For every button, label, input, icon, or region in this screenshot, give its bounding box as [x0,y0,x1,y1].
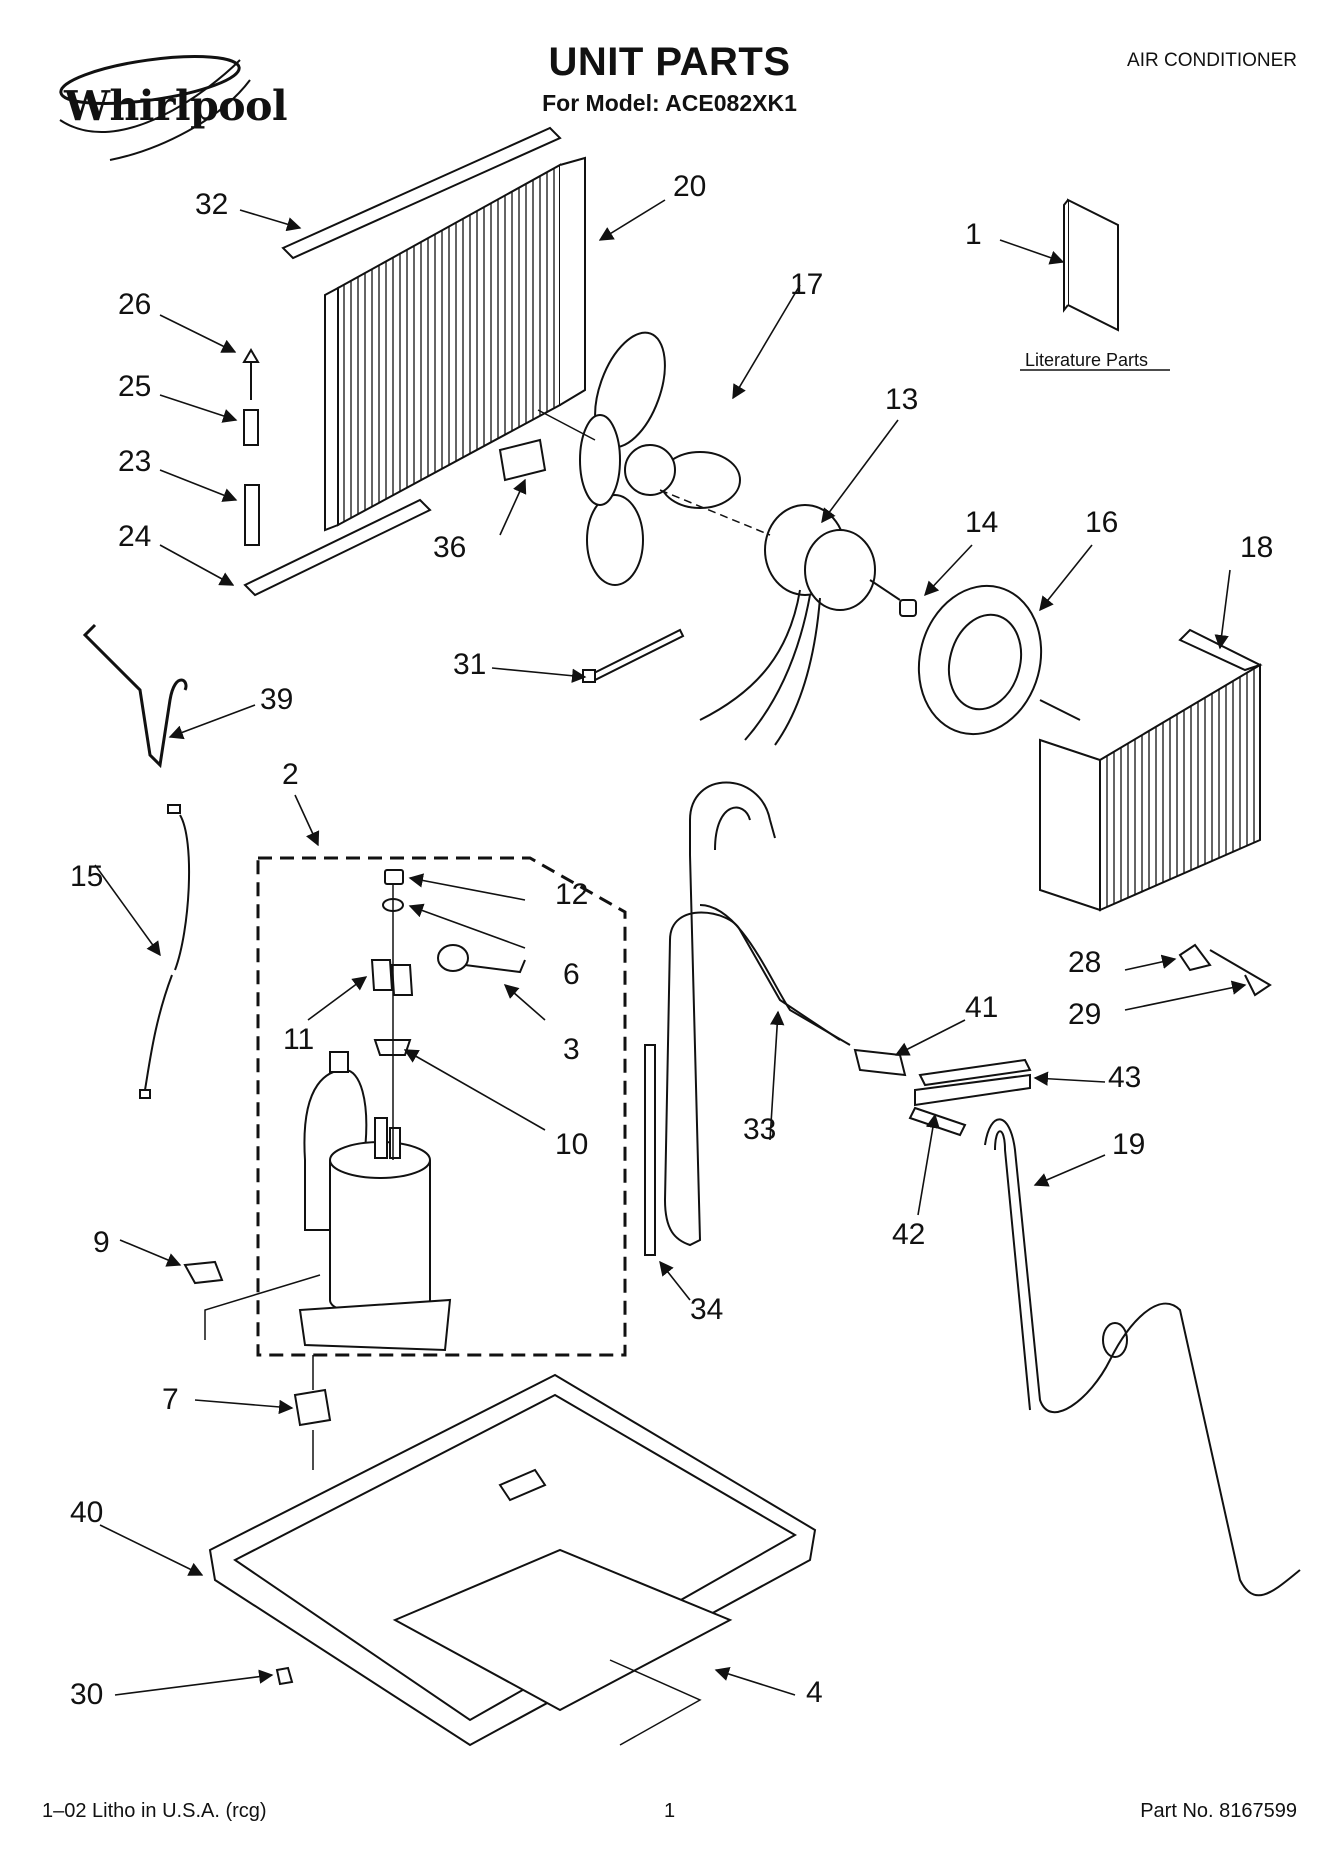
callout-4: 4 [806,1676,823,1709]
callout-6: 6 [563,958,580,991]
product-category: AIR CONDITIONER [1127,50,1297,71]
callout-15: 15 [70,860,104,893]
tube-assembly-icon [242,348,432,597]
callout-1: 1 [965,218,982,251]
callout-29: 29 [1068,998,1102,1031]
callout-26: 26 [118,288,152,321]
footer-page-number: 1 [664,1800,676,1822]
gasket-strip-icon [281,126,562,260]
grommet-icon [293,1355,332,1470]
brand-wordmark: Whirlpool [64,82,288,130]
tie-wrap-icon [582,628,685,683]
callout-10: 10 [555,1128,589,1161]
literature-parts-label: Literature Parts [1025,350,1149,370]
callout-33: 33 [743,1113,777,1146]
footer-print-info: 1–02 Litho in U.S.A. (rcg) [42,1800,267,1822]
whirlpool-logo-swoosh [59,55,251,161]
capillary-tube-icon [984,1118,1301,1597]
callout-3: 3 [563,1033,580,1066]
callout-25: 25 [118,370,152,403]
straight-tube-icon [644,1044,656,1256]
callout-24: 24 [118,520,152,553]
callout-19: 19 [1112,1128,1146,1161]
callout-36: 36 [433,531,467,564]
page-title: UNIT PARTS [548,40,791,84]
callout-42: 42 [892,1218,926,1251]
callout-17: 17 [790,268,824,301]
literature-booklet-icon [1063,198,1119,332]
callout-20: 20 [673,170,707,203]
model-subtitle: For Model: ACE082XK1 [542,90,797,116]
callout-34: 34 [690,1293,724,1326]
callout-31: 31 [453,648,487,681]
callout-39: 39 [260,683,294,716]
wire-harness-icon [139,804,191,1099]
compressor-group-outline [256,856,627,1357]
callout-30: 30 [70,1678,104,1711]
foam-block-icon [498,438,547,482]
mounting-bracket-icon [1178,943,1272,997]
condenser-coil-icon [324,156,586,532]
callout-43: 43 [1108,1061,1142,1094]
fan-blade-icon [579,331,741,586]
callout-41: 41 [965,991,999,1024]
clip-icon [183,1260,224,1285]
compressor-hardware-icon [370,869,526,1160]
tubing-assembly-icon [663,781,851,1247]
callout-9: 9 [93,1226,110,1259]
callout-23: 23 [118,445,152,478]
callout-32: 32 [195,188,229,221]
callout-16: 16 [1085,506,1119,539]
bracket-wire-icon [82,623,188,769]
callout-7: 7 [162,1383,179,1416]
motor-icon [699,504,901,746]
callout-11: 11 [283,1023,315,1056]
callout-12: 12 [555,878,589,911]
callout-28: 28 [1068,946,1102,979]
screw-icon [275,1666,294,1686]
tube-fittings-icon [853,1048,1032,1137]
callout-14: 14 [965,506,999,539]
callout-40: 40 [70,1496,104,1529]
compressor-icon [298,1051,452,1352]
evaporator-coil-icon [1039,628,1263,912]
blower-wheel-icon [917,584,1081,736]
callout-leader-lines [94,199,1247,1696]
base-pan-icon [208,1373,817,1747]
callout-2: 2 [282,758,299,791]
footer-part-number: Part No. 8167599 [1140,1800,1297,1822]
callout-18: 18 [1240,531,1274,564]
callout-13: 13 [885,383,919,416]
nut-icon [899,599,917,617]
